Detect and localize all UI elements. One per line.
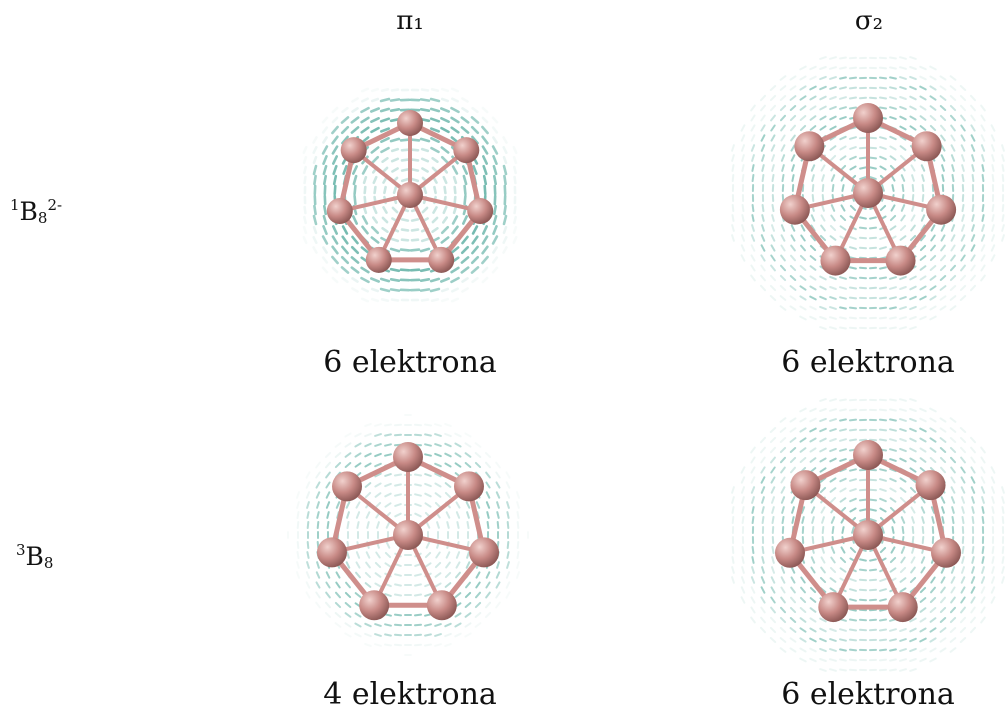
- boron-atom: [775, 537, 806, 568]
- boron-atom: [911, 131, 942, 162]
- central-boron-atom: [393, 520, 423, 550]
- boron-atom: [853, 103, 883, 133]
- b8-wheel-molecule: [326, 110, 494, 273]
- boron-atom: [326, 198, 353, 225]
- electron-count-r1-pi1: 6 elektrona: [323, 345, 497, 380]
- panel-r2-pi1: [287, 414, 529, 656]
- b8-wheel-molecule: [316, 442, 500, 621]
- boron-atom: [887, 592, 918, 623]
- current-density-vector-field: [731, 398, 1005, 672]
- boron-atom: [359, 590, 390, 621]
- boron-atom: [915, 470, 946, 501]
- atom-count: 8: [37, 209, 48, 227]
- boron-atom: [340, 137, 367, 164]
- boron-atom: [365, 246, 392, 273]
- b8-wheel-molecule: [779, 103, 957, 276]
- boron-atom: [467, 198, 494, 225]
- boron-atom: [930, 537, 961, 568]
- electron-count-r2-sigma2: 6 elektrona: [781, 677, 955, 712]
- charge: 2-: [47, 196, 63, 214]
- row-label-singlet-b8-dianion: 1B82-: [10, 196, 62, 227]
- column-heading-sigma2: σ₂: [854, 6, 884, 36]
- boron-atom: [779, 194, 810, 225]
- boron-atom: [332, 471, 363, 502]
- boron-atom: [397, 110, 423, 136]
- boron-atom: [426, 590, 457, 621]
- central-boron-atom: [853, 520, 883, 550]
- spin-multiplicity: 1: [10, 196, 20, 214]
- boron-atom: [820, 245, 851, 276]
- spin-multiplicity: 3: [16, 541, 26, 559]
- boron-atom: [790, 470, 821, 501]
- boron-atom: [428, 246, 455, 273]
- boron-atom: [885, 245, 916, 276]
- boron-atom: [853, 440, 883, 470]
- boron-atom: [393, 442, 423, 472]
- electron-count-r2-pi1: 4 elektrona: [323, 677, 497, 712]
- boron-atom: [453, 471, 484, 502]
- current-density-vector-field: [731, 56, 1005, 330]
- boron-atom: [453, 137, 480, 164]
- boron-atom: [469, 537, 500, 568]
- boron-atom: [818, 592, 849, 623]
- column-heading-pi1: π₁: [396, 6, 424, 36]
- panel-r1-pi1: [302, 87, 518, 303]
- b8-wheel-molecule: [775, 440, 961, 623]
- row-label-triplet-b8: 3B8: [16, 541, 53, 572]
- element-symbol: B: [19, 197, 38, 226]
- boron-atom: [926, 194, 957, 225]
- boron-atom: [794, 131, 825, 162]
- atom-count: 8: [43, 554, 54, 572]
- element-symbol: B: [25, 542, 44, 571]
- boron-atom: [316, 537, 347, 568]
- central-boron-atom: [853, 178, 883, 208]
- panel-r2-sigma2: [731, 398, 1005, 672]
- central-boron-atom: [397, 182, 423, 208]
- panel-r1-sigma2: [731, 56, 1005, 330]
- electron-count-r1-sigma2: 6 elektrona: [781, 345, 955, 380]
